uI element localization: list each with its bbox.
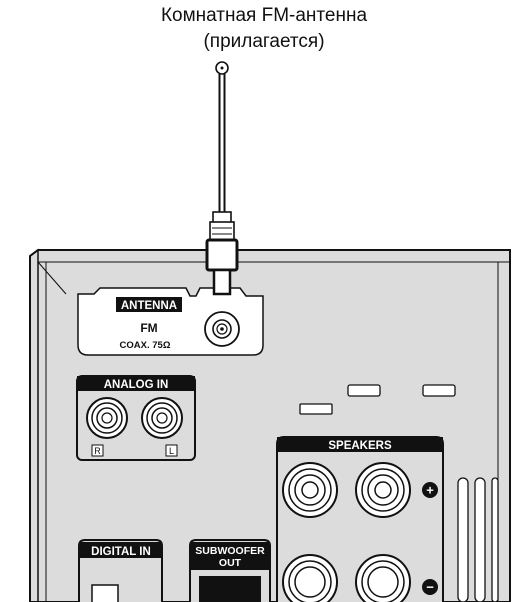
analog-in-left-jack[interactable] xyxy=(141,397,183,439)
analog-in-label-bg xyxy=(77,376,195,391)
speakers-section: SPEAKERS + − xyxy=(276,436,444,602)
antenna-label: ANTENNA xyxy=(121,300,177,312)
speaker-terminal-4[interactable] xyxy=(355,554,411,602)
digital-in-port[interactable] xyxy=(91,584,119,602)
fm-label: FM xyxy=(140,321,157,335)
subwoofer-out-port[interactable] xyxy=(199,576,261,602)
analog-in-label: ANALOG IN xyxy=(104,379,169,391)
analog-in-right-label: R xyxy=(94,446,101,456)
coax-label: COAX. 75Ω xyxy=(120,340,171,351)
vent-slots xyxy=(299,384,456,415)
subwoofer-label-line2: OUT xyxy=(219,557,242,569)
minus-icon xyxy=(422,579,438,595)
subwoofer-label-bg xyxy=(190,542,270,570)
speaker-terminal-1[interactable] xyxy=(282,462,338,518)
heatsink-fins xyxy=(457,477,499,602)
subwoofer-label-line1: SUBWOOFER xyxy=(195,545,265,557)
speaker-terminal-3[interactable] xyxy=(282,554,338,602)
antenna-section: ANTENNA FM COAX. 75Ω xyxy=(77,287,264,356)
plus-icon xyxy=(422,482,438,498)
analog-in-right-jack[interactable] xyxy=(86,397,128,439)
fm-antenna-jack[interactable] xyxy=(204,311,240,347)
fm-antenna-plug[interactable] xyxy=(205,211,239,296)
analog-in-left-label: L xyxy=(169,446,174,456)
antenna-caption-line1: Комнатная FM-антенна xyxy=(160,5,368,26)
minus-label: − xyxy=(426,580,434,595)
digital-in-label: DIGITAL IN xyxy=(91,546,151,558)
antenna-label-bg xyxy=(116,297,182,312)
digital-in-label-bg xyxy=(79,542,162,558)
speakers-label-bg xyxy=(277,437,443,452)
speakers-label: SPEAKERS xyxy=(328,440,392,452)
antenna-caption-line2: (прилагается) xyxy=(203,31,325,52)
digital-in-section: DIGITAL IN xyxy=(78,539,163,602)
subwoofer-out-section: SUBWOOFER OUT xyxy=(189,539,271,602)
analog-in-section: ANALOG IN R L xyxy=(76,375,196,461)
plus-label: + xyxy=(426,483,434,498)
speaker-terminal-2[interactable] xyxy=(355,462,411,518)
fm-antenna-wire xyxy=(215,61,229,214)
